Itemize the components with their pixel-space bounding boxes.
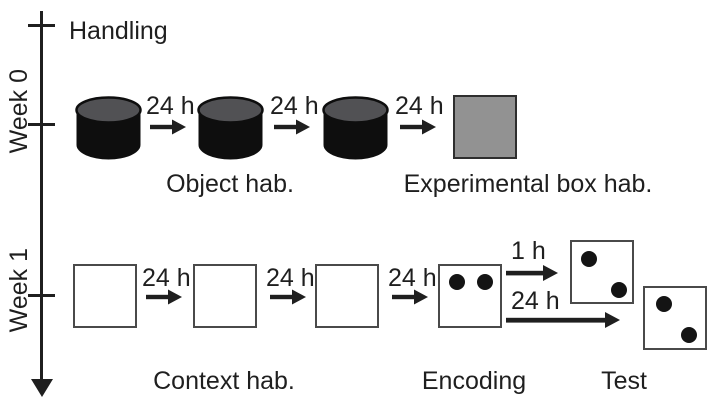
arrow-right-icon: [506, 265, 558, 281]
object-dot: [656, 296, 672, 312]
interval-label: 24 h: [146, 92, 195, 120]
object-cylinder-icon: [322, 96, 389, 160]
object-hab-label: Object hab.: [166, 170, 294, 198]
arrow-right-icon: [150, 119, 186, 135]
experimental-box: [453, 95, 517, 159]
test-box-short-delay: [570, 240, 634, 304]
interval-label: 24 h: [395, 92, 444, 120]
object-cylinder-icon: [75, 96, 142, 160]
arrow-right-icon: [400, 119, 436, 135]
timeline-axis-arrowhead-icon: [31, 379, 53, 397]
encoding-label: Encoding: [421, 367, 527, 395]
axis-tick-week1: [28, 294, 55, 297]
interval-label: 24 h: [270, 92, 319, 120]
arrow-right-icon: [392, 289, 428, 305]
object-dot: [581, 251, 597, 267]
handling-label: Handling: [69, 17, 168, 45]
object-dot: [449, 274, 465, 290]
encoding-box: [438, 264, 502, 328]
interval-label: 24 h: [266, 264, 315, 292]
experimental-box-hab-label: Experimental box hab.: [403, 170, 653, 198]
object-cylinder-icon: [197, 96, 264, 160]
arrow-right-icon: [506, 312, 620, 328]
long-delay-label: 24 h: [511, 287, 560, 315]
context-box: [73, 264, 137, 328]
object-dot: [681, 327, 697, 343]
context-hab-label: Context hab.: [153, 367, 295, 395]
short-delay-label: 1 h: [511, 237, 546, 265]
week1-axis-label: Week 1: [5, 248, 33, 333]
test-box-long-delay: [643, 286, 707, 350]
object-dot: [611, 282, 627, 298]
timeline-axis-line: [40, 11, 43, 382]
object-dot: [477, 274, 493, 290]
week0-axis-label: Week 0: [5, 69, 33, 154]
interval-label: 24 h: [388, 264, 437, 292]
arrow-right-icon: [270, 289, 306, 305]
axis-tick-week0: [28, 123, 55, 126]
test-label: Test: [601, 367, 647, 395]
interval-label: 24 h: [142, 264, 191, 292]
context-box: [315, 264, 379, 328]
arrow-right-icon: [274, 119, 310, 135]
axis-tick-handling: [28, 24, 55, 27]
context-box: [193, 264, 257, 328]
arrow-right-icon: [146, 289, 182, 305]
